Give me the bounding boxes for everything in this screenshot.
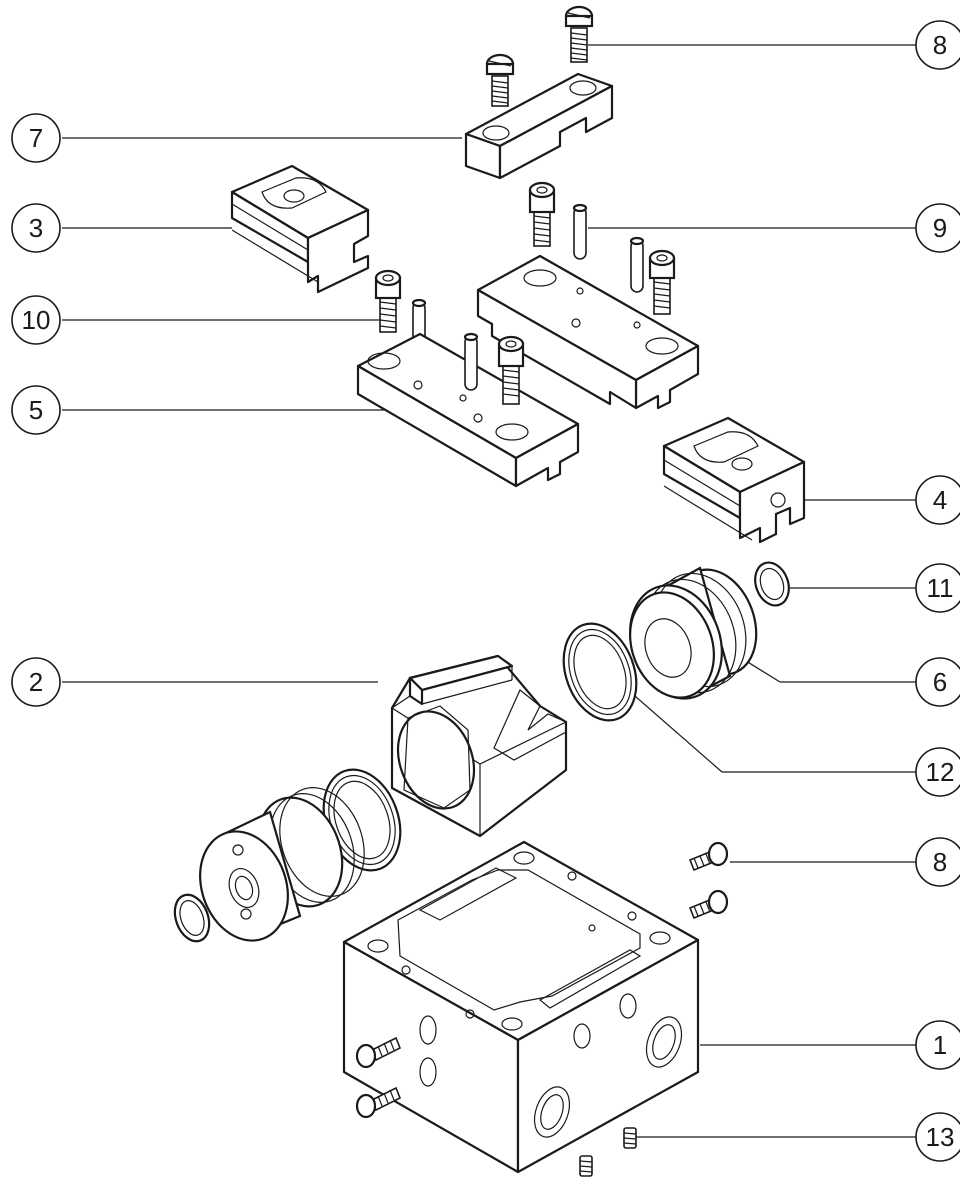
left-snap-ring [173, 893, 211, 943]
part-9-cap-screw-right [648, 249, 676, 315]
part-12-seal-ring [562, 622, 638, 722]
housing-screw-lower [355, 1086, 402, 1119]
callout-label: 4 [933, 485, 947, 515]
part-13-grub-screw-right [623, 1127, 637, 1149]
callout-9: 9 [915, 203, 960, 253]
callout-label: 13 [926, 1122, 955, 1152]
callout-label: 3 [29, 213, 43, 243]
callout-8-lower: 8 [915, 837, 960, 887]
part-9-cap-screw-left [528, 181, 556, 247]
part-7-clamp-bar [464, 72, 614, 180]
part-6-piston [629, 566, 758, 700]
callout-4: 4 [915, 475, 960, 525]
callout-13: 13 [915, 1112, 960, 1162]
part-5-pin [463, 332, 479, 391]
part-9-pin-right [629, 236, 645, 293]
leader-lines [62, 44, 918, 1138]
callout-label: 2 [29, 667, 43, 697]
callout-label: 1 [933, 1030, 947, 1060]
callout-6: 6 [915, 657, 960, 707]
callout-8-top: 8 [915, 20, 960, 70]
callout-2: 2 [11, 657, 61, 707]
left-piston [199, 787, 365, 942]
part-8-screw-lower-upper [688, 841, 729, 872]
callout-label: 10 [22, 305, 51, 335]
callout-7: 7 [11, 113, 61, 163]
upper-mounting-block [476, 254, 700, 410]
callout-label: 9 [933, 213, 947, 243]
part-8-screw-top-left [485, 53, 515, 107]
part-4-slide-block [662, 416, 806, 544]
callout-label: 8 [933, 847, 947, 877]
callout-label: 11 [927, 573, 954, 603]
callout-label: 5 [29, 395, 43, 425]
callout-label: 8 [933, 30, 947, 60]
part-13-grub-screw-left [579, 1155, 593, 1177]
part-5-mounting-block [356, 332, 580, 488]
callout-5: 5 [11, 385, 61, 435]
callout-label: 6 [933, 667, 947, 697]
callout-label: 12 [926, 757, 955, 787]
left-seal-ring [322, 768, 402, 872]
part-8-screw-lower-lower [688, 889, 729, 920]
callout-10: 10 [11, 295, 61, 345]
callout-label: 7 [29, 123, 43, 153]
callout-3: 3 [11, 203, 61, 253]
part-8-screw-top-right [564, 5, 594, 63]
part-3-slide-block [230, 164, 370, 294]
callout-12: 12 [915, 747, 960, 797]
part-9-pin-left [572, 203, 588, 260]
part-2-jaw-body [390, 654, 568, 838]
callout-11: 11 [915, 563, 960, 613]
part-5-cap-screw [497, 335, 525, 405]
part-10-cap-screw [374, 269, 402, 333]
part-1-housing [342, 840, 700, 1174]
callout-1: 1 [915, 1020, 960, 1070]
housing-screw-upper [355, 1036, 402, 1069]
part-11-snap-ring [754, 561, 790, 607]
